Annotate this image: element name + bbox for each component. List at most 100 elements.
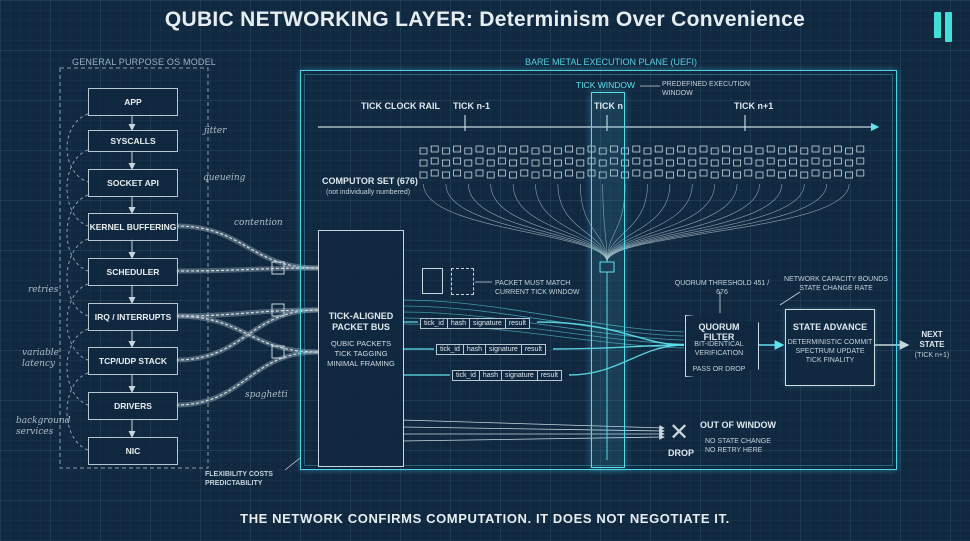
- computor-node: [766, 169, 775, 177]
- computor-node: [453, 157, 462, 165]
- os-layer-nic: NIC: [88, 437, 178, 465]
- computor-link: [445, 183, 608, 263]
- computor-link: [490, 183, 608, 263]
- computor-node: [654, 145, 663, 153]
- computor-set-label: COMPUTOR SET (676): [322, 176, 418, 186]
- packet-bus-features: QUBIC PACKETS TICK TAGGING MINIMAL FRAMI…: [319, 339, 403, 369]
- computor-node: [554, 159, 562, 167]
- os-layer-tcp-udp: TCP/UDP STACK: [88, 347, 178, 375]
- computor-node: [419, 171, 428, 179]
- next-state-sub: (TICK n+1): [914, 352, 950, 359]
- tick-window-column: [591, 92, 625, 468]
- computor-link: [606, 183, 850, 263]
- computor-node: [800, 171, 809, 179]
- computor-node: [744, 145, 753, 153]
- tick-clock-rail-label: TICK CLOCK RAIL: [361, 101, 440, 111]
- computor-node: [453, 145, 462, 153]
- computor-node: [441, 171, 450, 179]
- packet-flow-line: [536, 321, 685, 346]
- computor-node: [722, 169, 730, 177]
- computor-node: [430, 145, 439, 153]
- computor-node: [688, 159, 697, 167]
- packet-flow-line: [568, 344, 685, 376]
- feedback-loop: [66, 283, 89, 361]
- computor-node: [643, 147, 652, 155]
- computor-node: [666, 159, 674, 167]
- computor-node: [722, 145, 730, 153]
- computor-link: [535, 183, 608, 263]
- bus-feature: TICK TAGGING: [334, 349, 388, 358]
- state-item: DETERMINISTIC COMMIT: [787, 339, 873, 346]
- feedback-loop: [66, 372, 89, 451]
- computor-node: [475, 145, 484, 153]
- note-background-services: background services: [16, 416, 71, 437]
- field-hash: hash: [446, 318, 471, 329]
- packet-flow-line: [401, 299, 685, 333]
- field-signature: signature: [485, 344, 522, 355]
- computor-link: [606, 183, 805, 263]
- computor-node: [453, 169, 462, 177]
- computor-node: [632, 169, 641, 177]
- computor-node: [542, 145, 551, 153]
- state-advance-box: STATE ADVANCE DETERMINISTIC COMMIT SPECT…: [785, 309, 875, 386]
- computor-node: [766, 145, 775, 153]
- computor-node: [811, 157, 820, 165]
- note-variable-latency: variable latency: [22, 348, 59, 369]
- computor-node: [699, 157, 708, 165]
- page-title: QUBIC NETWORKING LAYER: Determinism Over…: [164, 8, 806, 31]
- computor-node: [441, 147, 450, 155]
- footer-tagline: THE NETWORK CONFIRMS COMPUTATION. IT DOE…: [240, 511, 730, 526]
- entry-port: [271, 303, 285, 317]
- feedback-loop: [66, 328, 89, 406]
- computor-node: [789, 157, 797, 165]
- field-hash: hash: [478, 370, 503, 381]
- computor-node: [554, 171, 562, 179]
- out-of-window-line: [401, 419, 665, 431]
- field-tick-id: tick_id: [420, 318, 448, 329]
- quorum-verification: BIT-IDENTICAL VERIFICATION: [694, 341, 744, 357]
- computor-node: [710, 147, 719, 155]
- drop-label: DROP: [668, 448, 695, 458]
- computor-node: [565, 169, 573, 177]
- computor-node: [598, 147, 607, 155]
- computor-node: [475, 157, 484, 165]
- computor-node: [464, 147, 473, 155]
- computor-node: [632, 145, 641, 153]
- computor-node: [710, 159, 719, 167]
- quorum-threshold-note: QUORUM THRESHOLD 451 / 676: [674, 280, 770, 296]
- field-result: result: [504, 318, 530, 329]
- computor-node: [811, 145, 820, 153]
- packet-outline-icon: [451, 268, 474, 295]
- bus-feature: MINIMAL FRAMING: [327, 359, 395, 368]
- computor-node: [755, 159, 764, 167]
- packet-must-match-note: PACKET MUST MATCH CURRENT TICK WINDOW: [495, 280, 580, 296]
- computor-node: [486, 159, 495, 167]
- os-layer-drivers: DRIVERS: [88, 392, 178, 420]
- computor-node: [856, 169, 865, 177]
- field-tick-id: tick_id: [452, 370, 480, 381]
- computor-node: [778, 171, 786, 179]
- computor-link: [602, 183, 608, 263]
- os-model-frame: [59, 67, 209, 469]
- computor-node: [722, 157, 730, 165]
- quorum-pass-or-drop: PASS OR DROP: [692, 366, 746, 373]
- computor-node: [800, 159, 809, 167]
- note-contention: contention: [234, 218, 283, 228]
- uefi-frame: [300, 70, 897, 470]
- computor-node: [621, 171, 629, 179]
- tick-current-label: TICK n: [594, 101, 623, 111]
- computor-node: [497, 145, 506, 153]
- os-layer-irq: IRQ / INTERRUPTS: [88, 303, 178, 331]
- computor-node: [755, 171, 764, 179]
- computor-node: [643, 159, 652, 167]
- drop-note: NO RETRY HERE: [705, 447, 763, 454]
- packet-stack-icon: [422, 268, 443, 294]
- computor-link: [606, 183, 783, 263]
- computor-node: [856, 145, 865, 153]
- computor-node: [845, 171, 853, 179]
- tick-prev-label: TICK n-1: [453, 101, 490, 111]
- os-layer-syscalls: SYSCALLS: [88, 130, 178, 152]
- capacity-leader: [779, 291, 801, 306]
- computor-link: [580, 183, 608, 263]
